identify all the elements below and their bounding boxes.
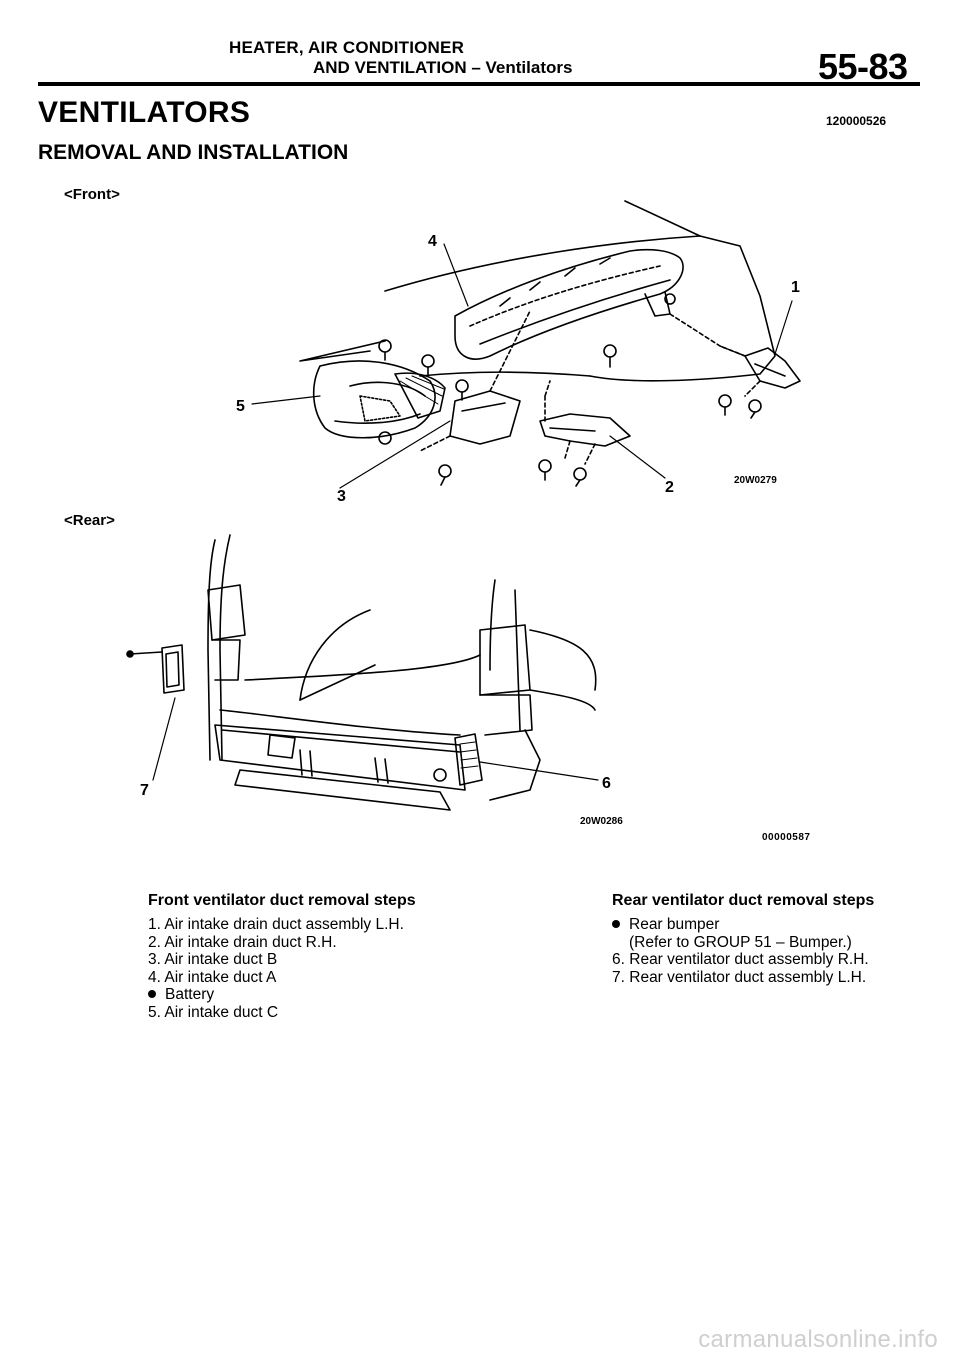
front-step-5: 5. Air intake duct C — [148, 1003, 279, 1021]
header-title-line1: HEATER, AIR CONDITIONER — [229, 38, 465, 57]
callout-3: 3 — [337, 488, 346, 505]
callout-7: 7 — [140, 782, 149, 799]
rear-step-bumper-note: (Refer to GROUP 51 – Bumper.) — [629, 933, 852, 951]
header-title-line2: AND VENTILATION – Ventilators — [313, 58, 573, 77]
section-subtitle: REMOVAL AND INSTALLATION — [38, 141, 349, 164]
front-figure-id: 20W0279 — [734, 475, 777, 486]
document-id: 120000526 — [826, 114, 887, 128]
rear-figure-id: 20W0286 — [580, 816, 623, 827]
callout-1: 1 — [791, 279, 800, 296]
front-step-1: 1. Air intake drain duct assembly L.H. — [148, 916, 404, 933]
rear-steps-heading: Rear ventilator duct removal steps — [612, 892, 875, 909]
rear-step-bumper: Rear bumper — [612, 916, 874, 934]
front-step-battery: Battery — [148, 986, 416, 1004]
front-step-3: 3. Air intake duct B — [148, 951, 278, 968]
front-steps-heading: Front ventilator duct removal steps — [148, 892, 416, 909]
page-title: VENTILATORS — [38, 96, 251, 129]
bullet-icon — [612, 920, 620, 928]
rear-ventilator-diagram: 7 6 20W0286 — [126, 534, 623, 827]
callout-2: 2 — [665, 479, 674, 496]
callout-6: 6 — [602, 775, 611, 792]
front-ventilator-diagram: 4 1 5 3 2 20W0279 — [236, 200, 801, 505]
callout-4: 4 — [428, 233, 437, 250]
front-section-label: <Front> — [64, 186, 120, 203]
page-number: 55-83 — [818, 46, 908, 87]
front-removal-steps: Front ventilator duct removal steps 1. A… — [148, 892, 416, 1021]
rear-removal-steps: Rear ventilator duct removal steps Rear … — [612, 892, 874, 986]
rear-step-6: 6. Rear ventilator duct assembly R.H. — [612, 951, 869, 968]
front-step-2: 2. Air intake drain duct R.H. — [148, 933, 337, 951]
figure-reference-id: 00000587 — [762, 832, 811, 843]
callout-5: 5 — [236, 398, 245, 415]
header-rule — [38, 82, 920, 86]
rear-section-label: <Rear> — [64, 512, 115, 529]
watermark: carmanualsonline.info — [698, 1326, 938, 1353]
front-step-4: 4. Air intake duct A — [148, 968, 277, 986]
rear-step-7: 7. Rear ventilator duct assembly L.H. — [612, 968, 867, 986]
bullet-icon — [148, 990, 156, 998]
